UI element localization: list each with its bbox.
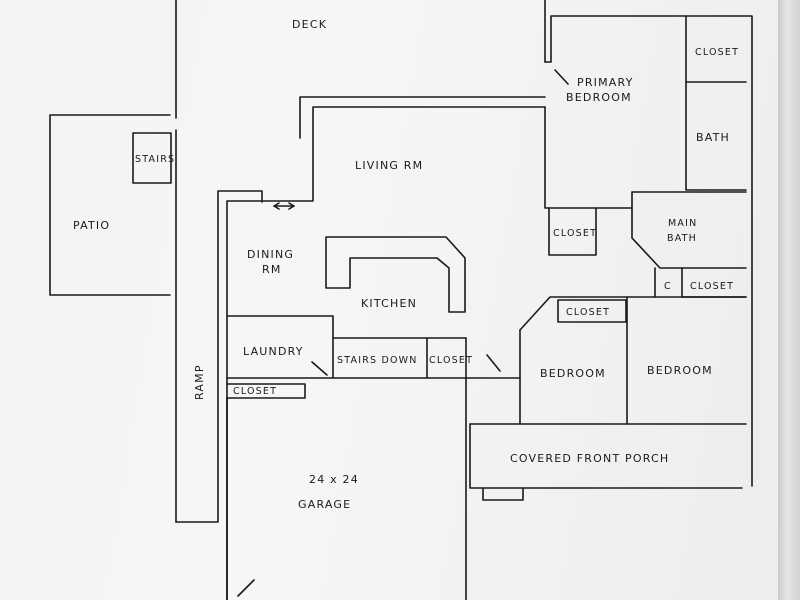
utility-walls	[226, 315, 521, 399]
bedroom-1-label: BEDROOM	[540, 367, 606, 380]
patio-label: PATIO	[73, 219, 110, 232]
closet-garage-label: CLOSET	[233, 386, 277, 397]
primary-suite-walls	[544, 15, 753, 487]
living-room-label: LIVING RM	[355, 159, 423, 172]
kitchen-counters	[325, 236, 466, 313]
bedroom-walls	[469, 296, 747, 425]
garage-walls	[226, 377, 467, 600]
main-bath-label-1: MAIN	[668, 218, 697, 229]
primary-bedroom-label-1: PRIMARY	[577, 76, 634, 89]
stairs-label: STAIRS	[135, 154, 175, 165]
closet-stairs-label: CLOSET	[429, 355, 473, 366]
deck-walls	[175, 0, 546, 201]
ramp-walls	[175, 129, 263, 523]
paper-sheet	[0, 0, 782, 600]
closet-above-bedroom-label: CLOSET	[566, 307, 610, 318]
ramp-label: RAMP	[193, 364, 206, 400]
porch-walls	[469, 423, 743, 501]
closet-c-right-label: CLOSET	[690, 281, 734, 292]
covered-porch-label: COVERED FRONT PORCH	[510, 452, 669, 465]
deck-label: DECK	[292, 18, 327, 31]
bedroom-2-label: BEDROOM	[647, 364, 713, 377]
c-closet-label: C	[664, 281, 672, 292]
kitchen-label: KITCHEN	[361, 297, 417, 310]
dining-room-label-1: DINING	[247, 248, 294, 261]
patio-walls	[49, 114, 172, 296]
stairs-down-label: STAIRS DOWN	[337, 355, 418, 366]
paper-edge	[778, 0, 800, 600]
garage-label: GARAGE	[298, 498, 351, 511]
dining-room-label-2: RM	[262, 263, 282, 276]
closet-top-right-label: CLOSET	[695, 47, 739, 58]
main-bath-label-2: BATH	[667, 233, 697, 244]
garage-size-label: 24 x 24	[309, 473, 359, 486]
primary-bedroom-label-2: BEDROOM	[566, 91, 632, 104]
laundry-label: LAUNDRY	[243, 345, 304, 358]
bath-label: BATH	[696, 131, 730, 144]
closet-left-label: CLOSET	[553, 228, 597, 239]
